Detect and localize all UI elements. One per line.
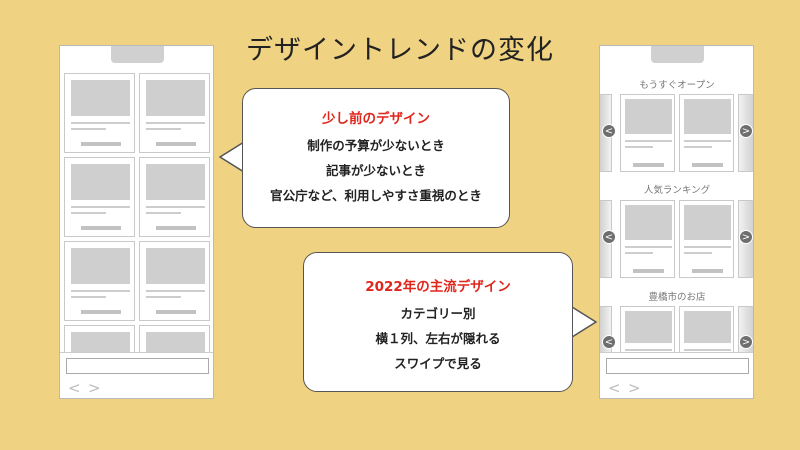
card-image-placeholder	[71, 164, 130, 200]
card-text-line	[625, 252, 653, 254]
content-card[interactable]	[64, 73, 135, 153]
card-text-line	[146, 296, 181, 298]
phone-notch	[111, 46, 164, 63]
card-image-placeholder	[684, 205, 731, 240]
back-arrow-icon[interactable]: <	[608, 379, 621, 397]
bubble-tail-new	[571, 305, 597, 339]
card-button-placeholder	[156, 310, 196, 314]
content-card[interactable]	[64, 157, 135, 237]
card-image-placeholder	[684, 99, 731, 134]
card-text-line	[146, 206, 205, 208]
card-button-placeholder	[81, 310, 121, 314]
card-button-placeholder	[633, 163, 664, 167]
address-bar-field[interactable]	[66, 358, 209, 374]
bubble-line: 記事が少ないとき	[325, 163, 426, 178]
bubble-heading-new: 2022年の主流デザイン	[365, 279, 511, 295]
card-text-line	[146, 290, 205, 292]
card-button-placeholder	[692, 269, 723, 273]
card-button-placeholder	[81, 142, 121, 146]
card-image-placeholder	[71, 80, 130, 116]
card-button-placeholder	[633, 269, 664, 273]
card-text-line	[684, 140, 731, 142]
card-text-line	[684, 252, 712, 254]
chevron-right-icon[interactable]: >	[739, 124, 753, 138]
bubble-line: スワイプで見る	[394, 356, 482, 371]
card-text-line	[71, 296, 106, 298]
content-card[interactable]	[620, 94, 675, 172]
card-image-placeholder	[625, 205, 672, 240]
card-image-placeholder	[625, 99, 672, 134]
speech-bubble-new-design: 2022年の主流デザイン カテゴリー別 横１列、左右が隠れる スワイプで見る	[303, 252, 573, 392]
card-image-placeholder	[71, 248, 130, 284]
back-arrow-icon[interactable]: <	[68, 379, 81, 397]
chevron-left-icon[interactable]: <	[602, 124, 616, 138]
chevron-right-icon[interactable]: >	[739, 230, 753, 244]
slide-title: デザイントレンドの変化	[246, 35, 554, 66]
bubble-line: 官公庁など、利用しやすさ重視のとき	[270, 188, 482, 203]
card-text-line	[684, 146, 712, 148]
card-text-line	[71, 122, 130, 124]
content-card[interactable]	[139, 73, 210, 153]
section-label-toyohashi-shops: 豊橋市のお店	[648, 292, 706, 303]
card-button-placeholder	[81, 226, 121, 230]
phone-notch	[651, 46, 704, 63]
chevron-right-icon[interactable]: >	[739, 335, 753, 349]
section-label-opening-soon: もうすぐオープン	[639, 80, 715, 91]
card-image-placeholder	[146, 164, 205, 200]
phone-mockup-grid: < >	[59, 45, 214, 399]
content-card[interactable]	[64, 241, 135, 321]
content-card[interactable]	[679, 94, 734, 172]
address-bar-field[interactable]	[606, 358, 749, 374]
card-text-line	[684, 246, 731, 248]
card-text-line	[71, 290, 130, 292]
speech-bubble-old-design: 少し前のデザイン 制作の予算が少ないとき 記事が少ないとき 官公庁など、利用しや…	[242, 88, 510, 228]
forward-arrow-icon[interactable]: >	[88, 379, 101, 397]
bubble-line: 横１列、左右が隠れる	[375, 331, 501, 346]
card-text-line	[625, 246, 672, 248]
chevron-left-icon[interactable]: <	[602, 335, 616, 349]
card-button-placeholder	[156, 142, 196, 146]
card-image-placeholder	[625, 311, 672, 343]
section-label-ranking: 人気ランキング	[643, 185, 711, 196]
content-card[interactable]	[620, 200, 675, 278]
card-image-placeholder	[684, 311, 731, 343]
content-card[interactable]	[139, 241, 210, 321]
card-text-line	[146, 212, 181, 214]
phone-mockup-carousel: もうすぐオープン 人気ランキング 豊橋市のお店 < > < > < > < >	[599, 45, 754, 399]
card-text-line	[625, 349, 672, 351]
card-text-line	[146, 128, 181, 130]
bubble-line: カテゴリー別	[400, 306, 476, 321]
bubble-line: 制作の予算が少ないとき	[307, 138, 445, 153]
card-text-line	[71, 212, 106, 214]
card-button-placeholder	[692, 163, 723, 167]
card-button-placeholder	[156, 226, 196, 230]
card-text-line	[71, 128, 106, 130]
content-card[interactable]	[679, 200, 734, 278]
forward-arrow-icon[interactable]: >	[628, 379, 641, 397]
bubble-heading-old: 少し前のデザイン	[322, 111, 430, 127]
card-text-line	[625, 140, 672, 142]
content-card[interactable]	[139, 157, 210, 237]
card-text-line	[625, 146, 653, 148]
card-image-placeholder	[146, 248, 205, 284]
chevron-left-icon[interactable]: <	[602, 230, 616, 244]
card-text-line	[146, 122, 205, 124]
card-text-line	[71, 206, 130, 208]
card-text-line	[684, 349, 731, 351]
card-image-placeholder	[146, 80, 205, 116]
